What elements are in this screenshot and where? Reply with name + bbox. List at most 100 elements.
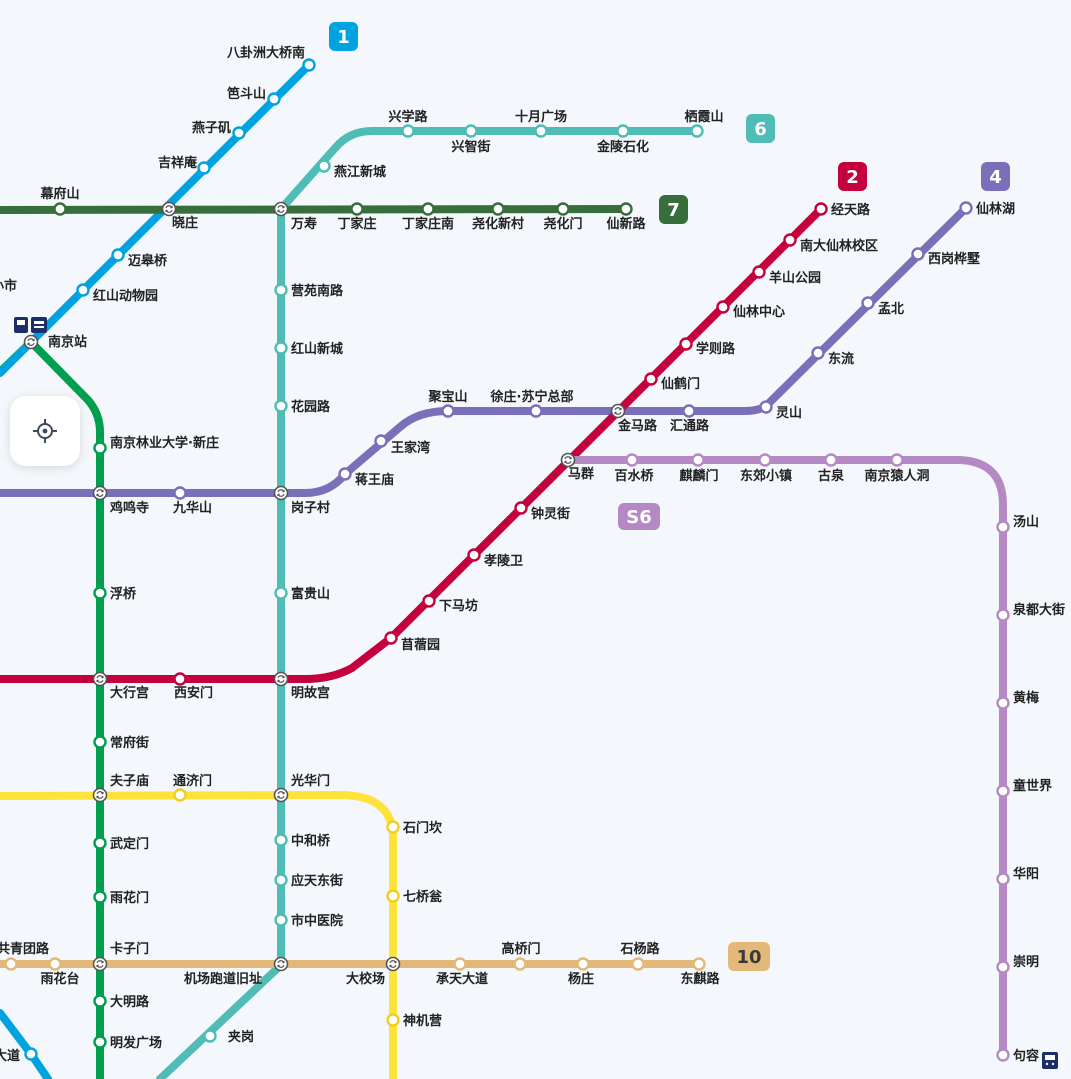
station-label[interactable]: 鸡鸣寺: [109, 500, 149, 516]
station-label[interactable]: 小市: [0, 278, 17, 294]
station-label[interactable]: 学则路: [696, 341, 736, 357]
station-label[interactable]: 神机营: [403, 1013, 442, 1029]
station-label[interactable]: 金陵石化: [596, 139, 649, 155]
station-dot[interactable]: [890, 453, 904, 467]
station-dot[interactable]: [814, 202, 828, 216]
station-label[interactable]: 句容: [1013, 1048, 1039, 1064]
station-dot[interactable]: [996, 608, 1010, 622]
station-label[interactable]: 百水桥: [614, 468, 654, 484]
station-label[interactable]: 红山新城: [291, 341, 343, 357]
station-dot[interactable]: [631, 957, 645, 971]
station-label[interactable]: 明发广场: [110, 1035, 162, 1051]
station-dot[interactable]: [453, 957, 467, 971]
station-label[interactable]: 古泉: [818, 468, 845, 484]
station-label[interactable]: 机场跑道旧址: [184, 971, 262, 987]
line-7-path[interactable]: [0, 205, 630, 214]
interchange-icon[interactable]: [92, 956, 108, 972]
station-dot[interactable]: [824, 453, 838, 467]
station-dot[interactable]: [111, 248, 125, 262]
station-label[interactable]: 石杨路: [619, 941, 660, 957]
station-dot[interactable]: [274, 399, 288, 413]
station-label[interactable]: 武定门: [110, 836, 149, 852]
station-label[interactable]: 仙新路: [606, 216, 646, 232]
station-dot[interactable]: [861, 296, 875, 310]
station-label[interactable]: 西岗桦墅: [928, 251, 980, 267]
station-dot[interactable]: [679, 337, 693, 351]
station-dot[interactable]: [274, 341, 288, 355]
station-label[interactable]: 孝陵卫: [483, 553, 523, 569]
station-label[interactable]: 通济门: [173, 773, 212, 789]
station-label[interactable]: 童世界: [1013, 778, 1052, 794]
station-dot[interactable]: [467, 548, 481, 562]
line-badge-4[interactable]: 4: [981, 162, 1010, 191]
station-dot[interactable]: [691, 453, 705, 467]
station-label[interactable]: 羊山公园: [769, 270, 821, 286]
interchange-icon[interactable]: [161, 201, 177, 217]
line-badge-6[interactable]: 6: [746, 114, 775, 143]
station-label[interactable]: 红山动物园: [93, 288, 158, 304]
station-dot[interactable]: [386, 820, 400, 834]
station-dot[interactable]: [274, 586, 288, 600]
station-label[interactable]: 丁家庄: [337, 216, 376, 232]
station-label[interactable]: 大行宫: [110, 685, 149, 701]
station-label[interactable]: 夫子庙: [110, 773, 149, 789]
station-label[interactable]: 东流: [828, 351, 854, 367]
station-label[interactable]: 丁家庄南: [402, 216, 454, 232]
station-label[interactable]: 尧化新村: [472, 216, 524, 232]
station-dot[interactable]: [338, 467, 352, 481]
station-label[interactable]: 东麒路: [680, 971, 720, 987]
station-dot[interactable]: [644, 372, 658, 386]
line-badge-s6[interactable]: S6: [618, 503, 660, 530]
station-label[interactable]: 中和桥: [291, 833, 331, 849]
interchange-icon[interactable]: [273, 671, 289, 687]
station-label[interactable]: 南京猿人洞: [864, 468, 929, 484]
station-dot[interactable]: [93, 586, 107, 600]
station-dot[interactable]: [811, 346, 825, 360]
station-dot[interactable]: [93, 1035, 107, 1049]
station-dot[interactable]: [53, 202, 67, 216]
station-label[interactable]: 下马坊: [439, 598, 478, 614]
station-dot[interactable]: [274, 913, 288, 927]
station-label[interactable]: 徐庄·苏宁总部: [490, 389, 574, 405]
station-label[interactable]: 高桥门: [501, 941, 540, 957]
station-label[interactable]: 光华门: [290, 773, 330, 789]
line-4-path[interactable]: [0, 204, 970, 497]
interchange-icon[interactable]: [610, 403, 626, 419]
station-label[interactable]: 南大仙林校区: [800, 238, 878, 254]
station-label[interactable]: 汤山: [1013, 514, 1039, 530]
interchange-icon[interactable]: [273, 201, 289, 217]
station-label[interactable]: 燕江新城: [334, 164, 386, 180]
station-dot[interactable]: [93, 890, 107, 904]
station-label[interactable]: 石门坎: [402, 820, 442, 836]
station-label[interactable]: 马群: [568, 466, 594, 482]
station-label[interactable]: 杨庄: [568, 971, 594, 987]
line-badge-2[interactable]: 2: [838, 162, 867, 191]
station-dot[interactable]: [996, 784, 1010, 798]
station-dot[interactable]: [759, 400, 773, 414]
station-label[interactable]: 共青团路: [0, 941, 50, 957]
station-dot[interactable]: [93, 441, 107, 455]
station-label[interactable]: 尧化门: [543, 216, 582, 232]
station-label[interactable]: 南京站: [48, 334, 87, 350]
station-label[interactable]: 十月广场: [515, 109, 567, 125]
station-dot[interactable]: [625, 453, 639, 467]
station-label[interactable]: 栖霞山: [684, 109, 723, 125]
station-label[interactable]: 孟北: [878, 302, 904, 317]
station-dot[interactable]: [48, 957, 62, 971]
station-dot[interactable]: [464, 124, 478, 138]
station-label[interactable]: 崇明: [1013, 954, 1039, 970]
station-dot[interactable]: [386, 889, 400, 903]
station-label[interactable]: 九华山: [172, 500, 212, 516]
line-s6-path[interactable]: [564, 456, 1007, 1059]
line-badge-1[interactable]: 1: [329, 22, 358, 51]
station-dot[interactable]: [384, 631, 398, 645]
station-label[interactable]: 浮桥: [110, 586, 137, 602]
station-dot[interactable]: [4, 957, 18, 971]
station-label[interactable]: 迈皋桥: [128, 253, 168, 269]
interchange-icon[interactable]: [273, 787, 289, 803]
line-1-path[interactable]: [0, 61, 313, 377]
station-dot[interactable]: [374, 434, 388, 448]
station-dot[interactable]: [93, 836, 107, 850]
interchange-icon[interactable]: [92, 787, 108, 803]
